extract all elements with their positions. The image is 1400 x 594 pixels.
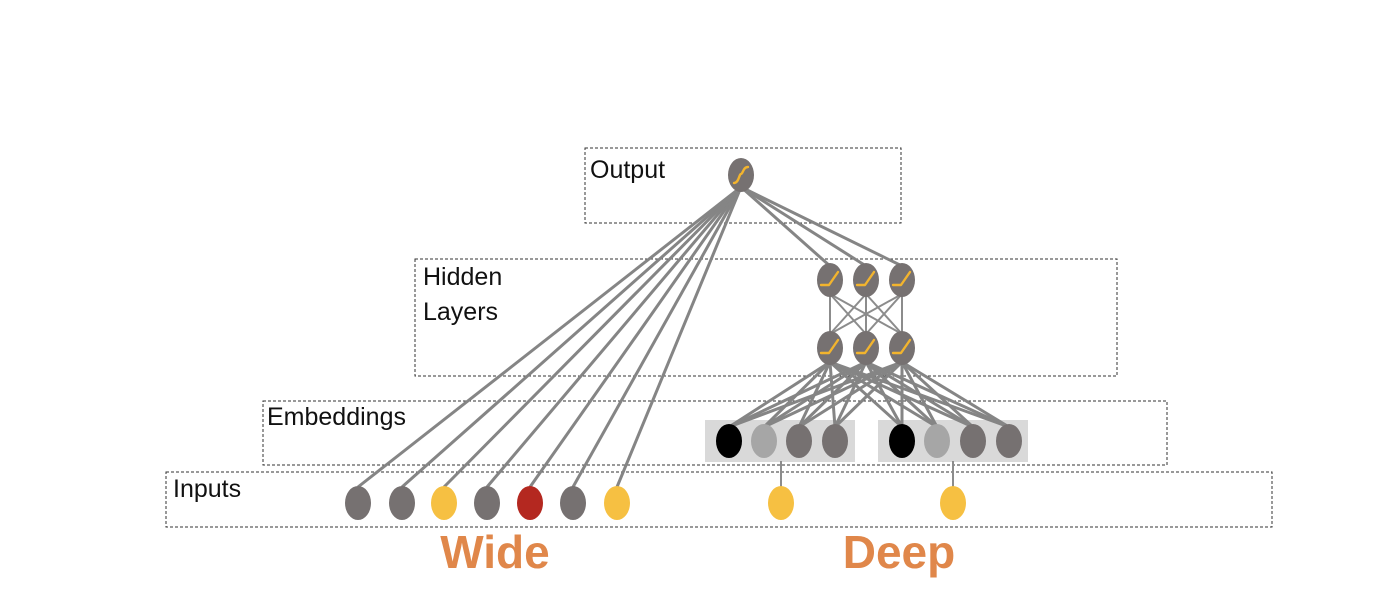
edge-wide-input-3-to-output [442,185,743,489]
hidden-layer-2-node-1 [817,331,843,365]
edge-hidden2-3-to-embedding-2-2 [900,361,939,428]
edge-hidden2-2-to-embedding-1-1 [728,360,867,429]
edge-hidden1-1-to-output [740,185,831,268]
hidden-layer-2-node-2 [853,331,879,365]
edge-hidden2-3-to-embedding-1-1 [728,360,903,429]
edge-hidden1-3-to-output [740,185,903,268]
embedding-2-node-3 [960,424,986,458]
output-layer-box [584,147,902,224]
edge-hidden2-3-to-embedding-2-3 [900,360,975,429]
hidden-layers-label-line2: Layers [423,298,498,326]
edge-wide-input-2-to-output [401,185,742,489]
edge-wide-input-1-to-output [357,185,742,489]
wide-label: Wide [440,526,549,578]
wide-input-node-4 [474,486,500,520]
edge-hidden1-2-to-output [740,185,867,268]
edge-hidden2-3-to-embedding-1-3 [798,360,903,429]
deep-input-node-1 [768,486,794,520]
hidden-layer-2-node-2-relu-icon [855,338,876,355]
edge-wide-input-5-to-output [528,186,743,488]
hidden-layer-1-node-3 [889,263,915,297]
embedding-1-node-3 [786,424,812,458]
hidden-layer-2-node-1-relu-icon [819,338,840,355]
wide-input-node-2 [389,486,415,520]
deep-input-node-2 [940,486,966,520]
edge-wide-input-6-to-output [571,186,743,488]
hidden-layer-1-node-3-relu-icon [891,270,912,287]
embedding-1-node-4 [822,424,848,458]
embedding-2-node-4 [996,424,1022,458]
wide-input-node-3 [431,486,457,520]
embedding-2-node-1 [889,424,915,458]
hidden-layer-1-node-1 [817,263,843,297]
embeddings-layer-label: Embeddings [267,403,406,431]
edge-wide-input-7-to-output [615,186,743,488]
wide-input-node-7 [604,486,630,520]
hidden-layers-label-line1: Hidden [423,263,502,291]
output-layer-label: Output [590,156,665,184]
connection-edges [357,185,1010,489]
wide-input-node-5 [517,486,543,520]
network-nodes [345,158,1022,520]
inputs-layer-box [165,471,1273,528]
edge-hidden1-3-to-hidden2-2 [865,293,903,335]
edge-hidden2-3-to-embedding-1-4 [833,360,904,429]
hidden-layer-1-node-2 [853,263,879,297]
inputs-layer-label: Inputs [173,475,241,503]
hidden-layer-1-node-1-relu-icon [819,270,840,287]
edge-hidden1-2-to-hidden2-1 [829,293,867,335]
wide-input-node-1 [345,486,371,520]
embedding-1-node-1 [716,424,742,458]
edge-hidden2-1-to-embedding-1-1 [728,360,831,429]
embedding-1-node-2 [751,424,777,458]
hidden-layer-1-node-2-relu-icon [855,270,876,287]
edge-hidden1-3-to-hidden2-1 [829,293,903,335]
hidden-layer-2-node-3 [889,331,915,365]
hidden-layers-box [414,258,1118,377]
edge-wide-input-4-to-output [485,186,743,488]
edge-hidden2-3-to-embedding-2-4 [901,360,1010,429]
hidden-layer-2-node-3-relu-icon [891,338,912,355]
wide-input-node-6 [560,486,586,520]
embedding-2-node-2 [924,424,950,458]
output-node-sigmoid-icon [732,165,750,185]
deep-label: Deep [843,526,955,578]
embeddings-layer-box [262,400,1168,466]
edge-hidden2-3-to-embedding-1-2 [763,360,903,429]
